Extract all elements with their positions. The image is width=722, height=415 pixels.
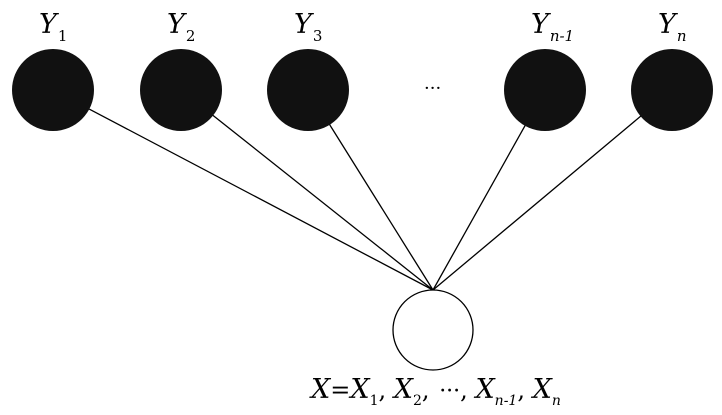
edge-y2-to-root xyxy=(211,113,434,291)
node-y2 xyxy=(140,49,222,131)
edge-yn-to-root xyxy=(432,114,643,291)
node-y3 xyxy=(267,49,349,131)
node-label-y3: Y3 xyxy=(294,9,322,45)
edge-y1-to-root xyxy=(87,107,434,291)
node-yn1 xyxy=(504,49,586,131)
node-label-y1: Y1 xyxy=(39,9,67,45)
node-label-yn1: Yn-1 xyxy=(531,9,574,45)
edge-y3-to-root xyxy=(328,122,434,291)
top-nodes-group: Y1 Y2 Y3 Yn-1 Yn xyxy=(12,9,713,131)
root-node xyxy=(392,289,474,371)
edge-yn1-to-root xyxy=(432,123,527,291)
node-label-y2: Y2 xyxy=(167,9,195,45)
edges-group xyxy=(87,107,643,291)
node-y1 xyxy=(12,49,94,131)
node-label-yn: Yn xyxy=(658,9,687,45)
ellipsis-label: ··· xyxy=(424,78,441,99)
root-node-label: X=X1, X2, ···, Xn-1, Xn xyxy=(309,374,561,409)
node-yn xyxy=(631,49,713,131)
